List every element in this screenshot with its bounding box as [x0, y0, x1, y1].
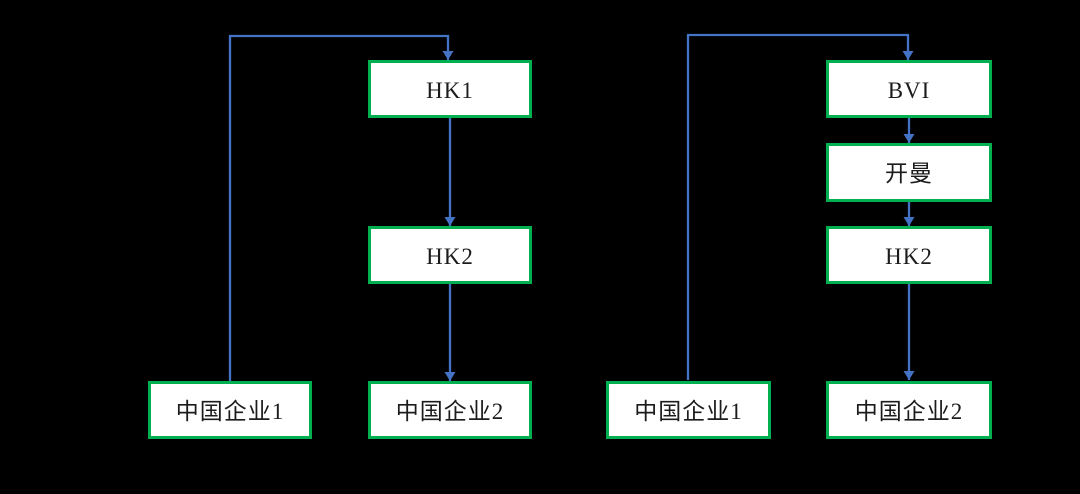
- entity-label-cayman: 开曼: [885, 161, 933, 186]
- arrowhead-cayman-to-hk2right: [903, 217, 915, 226]
- entity-box-cayman: 开曼: [826, 143, 992, 202]
- arrowhead-hk1-to-hk2left: [444, 217, 456, 226]
- entity-label-cn1-left: 中国企业1: [175, 398, 285, 424]
- entity-label-cn1-right: 中国企业1: [634, 398, 743, 424]
- entity-box-hk1: HK1: [368, 60, 532, 118]
- connector-cn1right-to-bvi: [686, 33, 910, 380]
- entity-label-bvi: BVI: [887, 77, 931, 103]
- entity-box-cn2-right: 中国企业2: [826, 381, 992, 439]
- arrowhead-cn1right-to-bvi: [902, 51, 914, 60]
- arrowhead-cn1left-to-hk1: [442, 51, 454, 60]
- entity-box-cn1-left: 中国企业1: [148, 381, 312, 439]
- entity-label-cn2-left: 中国企业2: [395, 398, 505, 424]
- entity-box-bvi: BVI: [826, 60, 992, 118]
- arrowhead-bvi-to-cayman: [903, 134, 915, 143]
- connector-cn1left-to-hk1: [228, 34, 450, 381]
- entity-box-cn2-left: 中国企业2: [368, 381, 532, 439]
- entity-label-hk1: HK1: [426, 77, 474, 103]
- arrowhead-hk2left-to-cn2left: [444, 372, 456, 381]
- arrowhead-hk2right-to-cn2right: [903, 371, 915, 380]
- entity-label-cn2-right: 中国企业2: [854, 398, 964, 424]
- entity-label-hk2-right: HK2: [885, 243, 933, 269]
- entity-box-cn1-right: 中国企业1: [606, 381, 771, 439]
- entity-label-hk2-left: HK2: [426, 243, 474, 269]
- entity-box-hk2-right: HK2: [826, 226, 992, 284]
- entity-box-hk2-left: HK2: [368, 226, 532, 284]
